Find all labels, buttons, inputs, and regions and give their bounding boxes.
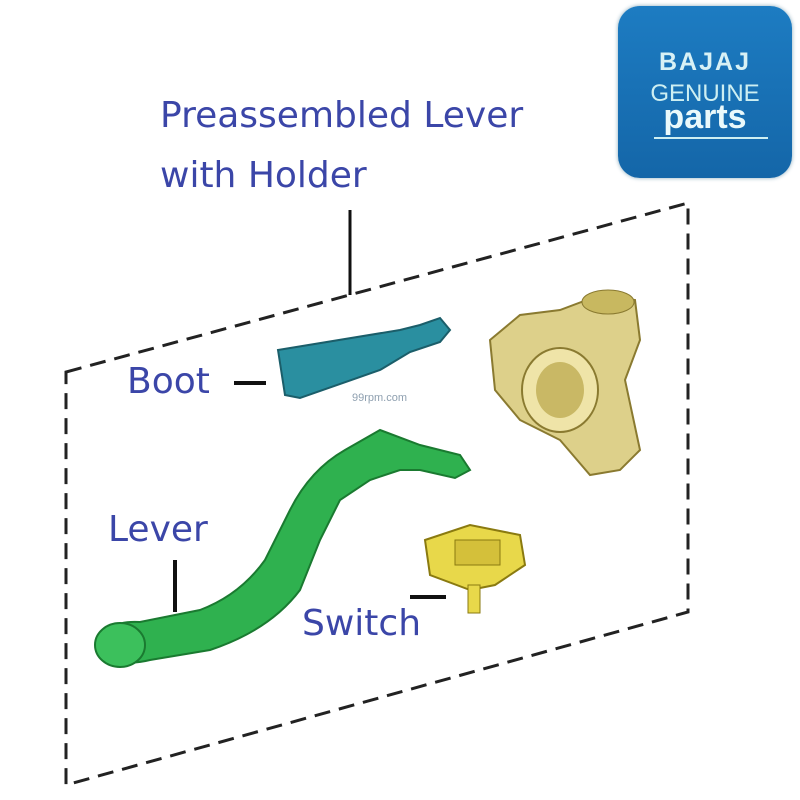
holder-part [488, 289, 642, 477]
lever-part [98, 428, 472, 664]
assembly-boundary [64, 201, 690, 787]
lever-ball-end [94, 622, 146, 668]
boot-label: Boot [127, 361, 210, 402]
watermark: 99rpm.com [352, 392, 408, 404]
switch-label: Switch [302, 603, 422, 644]
bajaj-genuine-parts-logo: BAJAJ GENUINE parts [618, 6, 792, 178]
boot-part [276, 316, 452, 400]
logo-parts: parts [663, 98, 747, 136]
logo-genuine: GENUINE [650, 80, 760, 107]
lever-label: Lever [108, 509, 208, 550]
logo-underline [654, 137, 768, 139]
title-line-2: with Holder [160, 155, 367, 196]
switch-part [423, 523, 527, 614]
logo-brand: BAJAJ [659, 48, 751, 76]
title-line-1: Preassembled Lever [160, 95, 524, 136]
